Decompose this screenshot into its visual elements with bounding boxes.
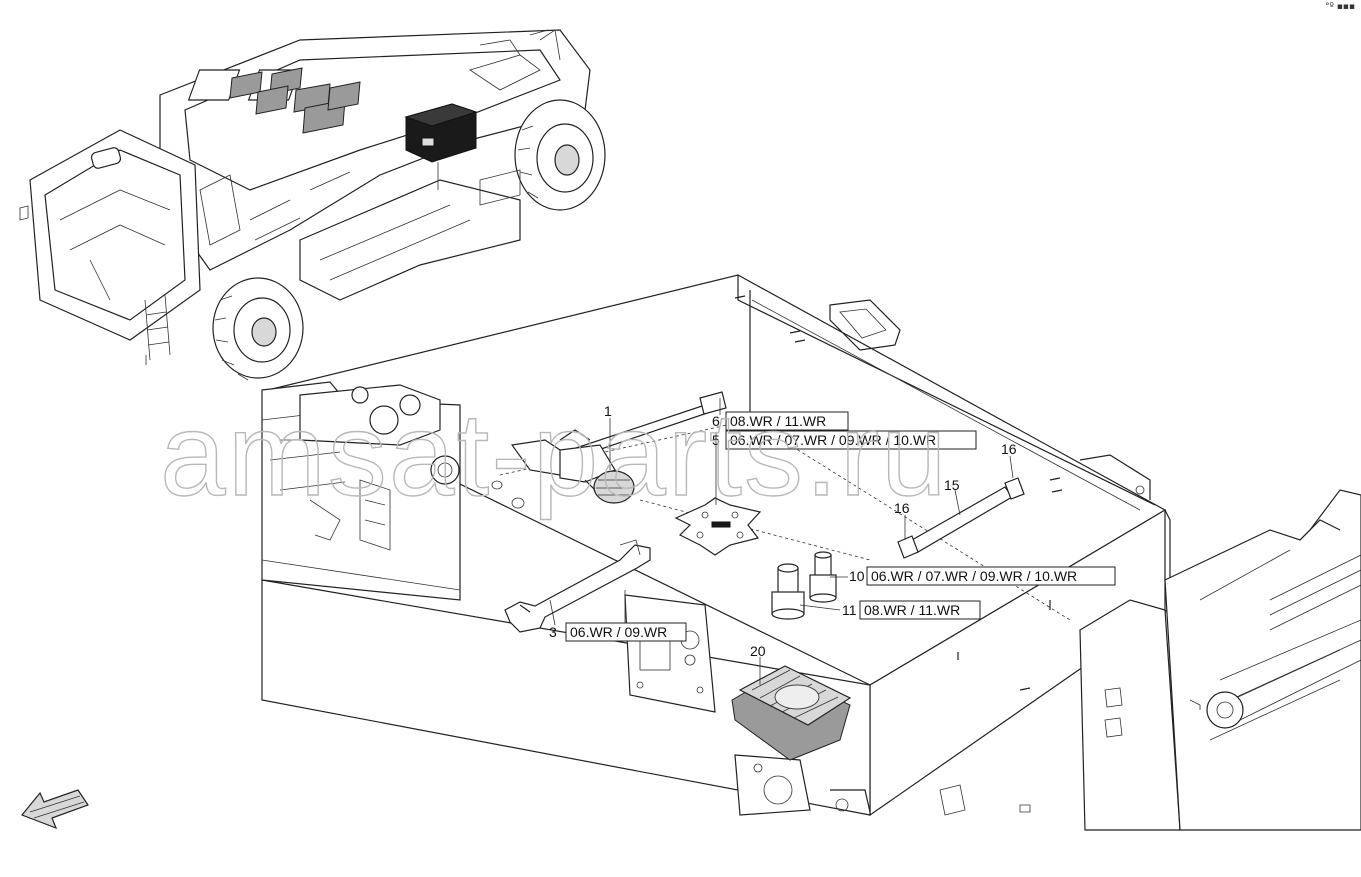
callout-5-num: 5 — [712, 432, 720, 448]
callout-1: 1 — [604, 403, 612, 419]
frame-structure-left — [261, 381, 461, 601]
callout-16a: 16 — [1001, 441, 1017, 457]
part-3-spanner — [504, 539, 651, 633]
callout-6-code: 08.WR / 11.WR — [730, 413, 826, 429]
callout-20: 20 — [750, 643, 766, 659]
callout-16b: 16 — [894, 500, 910, 516]
leader-lines — [549, 398, 1014, 685]
callout-11-code: 08.WR / 11.WR — [864, 602, 960, 618]
callout-6-num: 6 — [712, 413, 720, 429]
callout-6: 6 08.WR / 11.WR — [712, 411, 849, 431]
direction-arrow-icon — [21, 789, 89, 830]
callout-3-code: 06.WR / 09.WR — [570, 624, 667, 640]
part-20-mat — [731, 665, 852, 761]
reclaimer-machine-overview-icon — [19, 29, 606, 381]
callout-3-num: 3 — [549, 624, 557, 640]
part-5-plate — [674, 497, 762, 556]
frame-structure-right — [939, 489, 1361, 831]
corner-mark: °º ▪▪▪ — [1325, 2, 1355, 12]
part-10-11-adapters — [771, 551, 837, 620]
callout-10-num: 10 — [849, 568, 865, 584]
callout-5: 5 06.WR / 07.WR / 09.WR / 10.WR — [712, 430, 977, 450]
callout-1-num: 1 — [604, 403, 612, 419]
callout-3: 3 06.WR / 09.WR — [549, 622, 687, 642]
callout-20-num: 20 — [750, 643, 766, 659]
callout-10: 10 06.WR / 07.WR / 09.WR / 10.WR — [849, 566, 1116, 586]
part-15-16-pipe — [897, 477, 1025, 559]
callout-11: 11 08.WR / 11.WR — [842, 600, 981, 620]
callout-10-code: 06.WR / 07.WR / 09.WR / 10.WR — [871, 568, 1077, 584]
mounting-plate — [624, 594, 716, 713]
callout-15-num: 15 — [944, 477, 960, 493]
toolbox-highlight-icon — [404, 103, 478, 163]
callout-16b-num: 16 — [894, 500, 910, 516]
callout-5-code: 06.WR / 07.WR / 09.WR / 10.WR — [730, 432, 936, 448]
callout-11-num: 11 — [842, 602, 857, 618]
callout-15: 15 — [944, 477, 960, 493]
watermark-text: amsat-parts.ru — [160, 389, 949, 521]
callout-16a-num: 16 — [1001, 441, 1017, 457]
part-1-grease-gun — [510, 391, 727, 504]
